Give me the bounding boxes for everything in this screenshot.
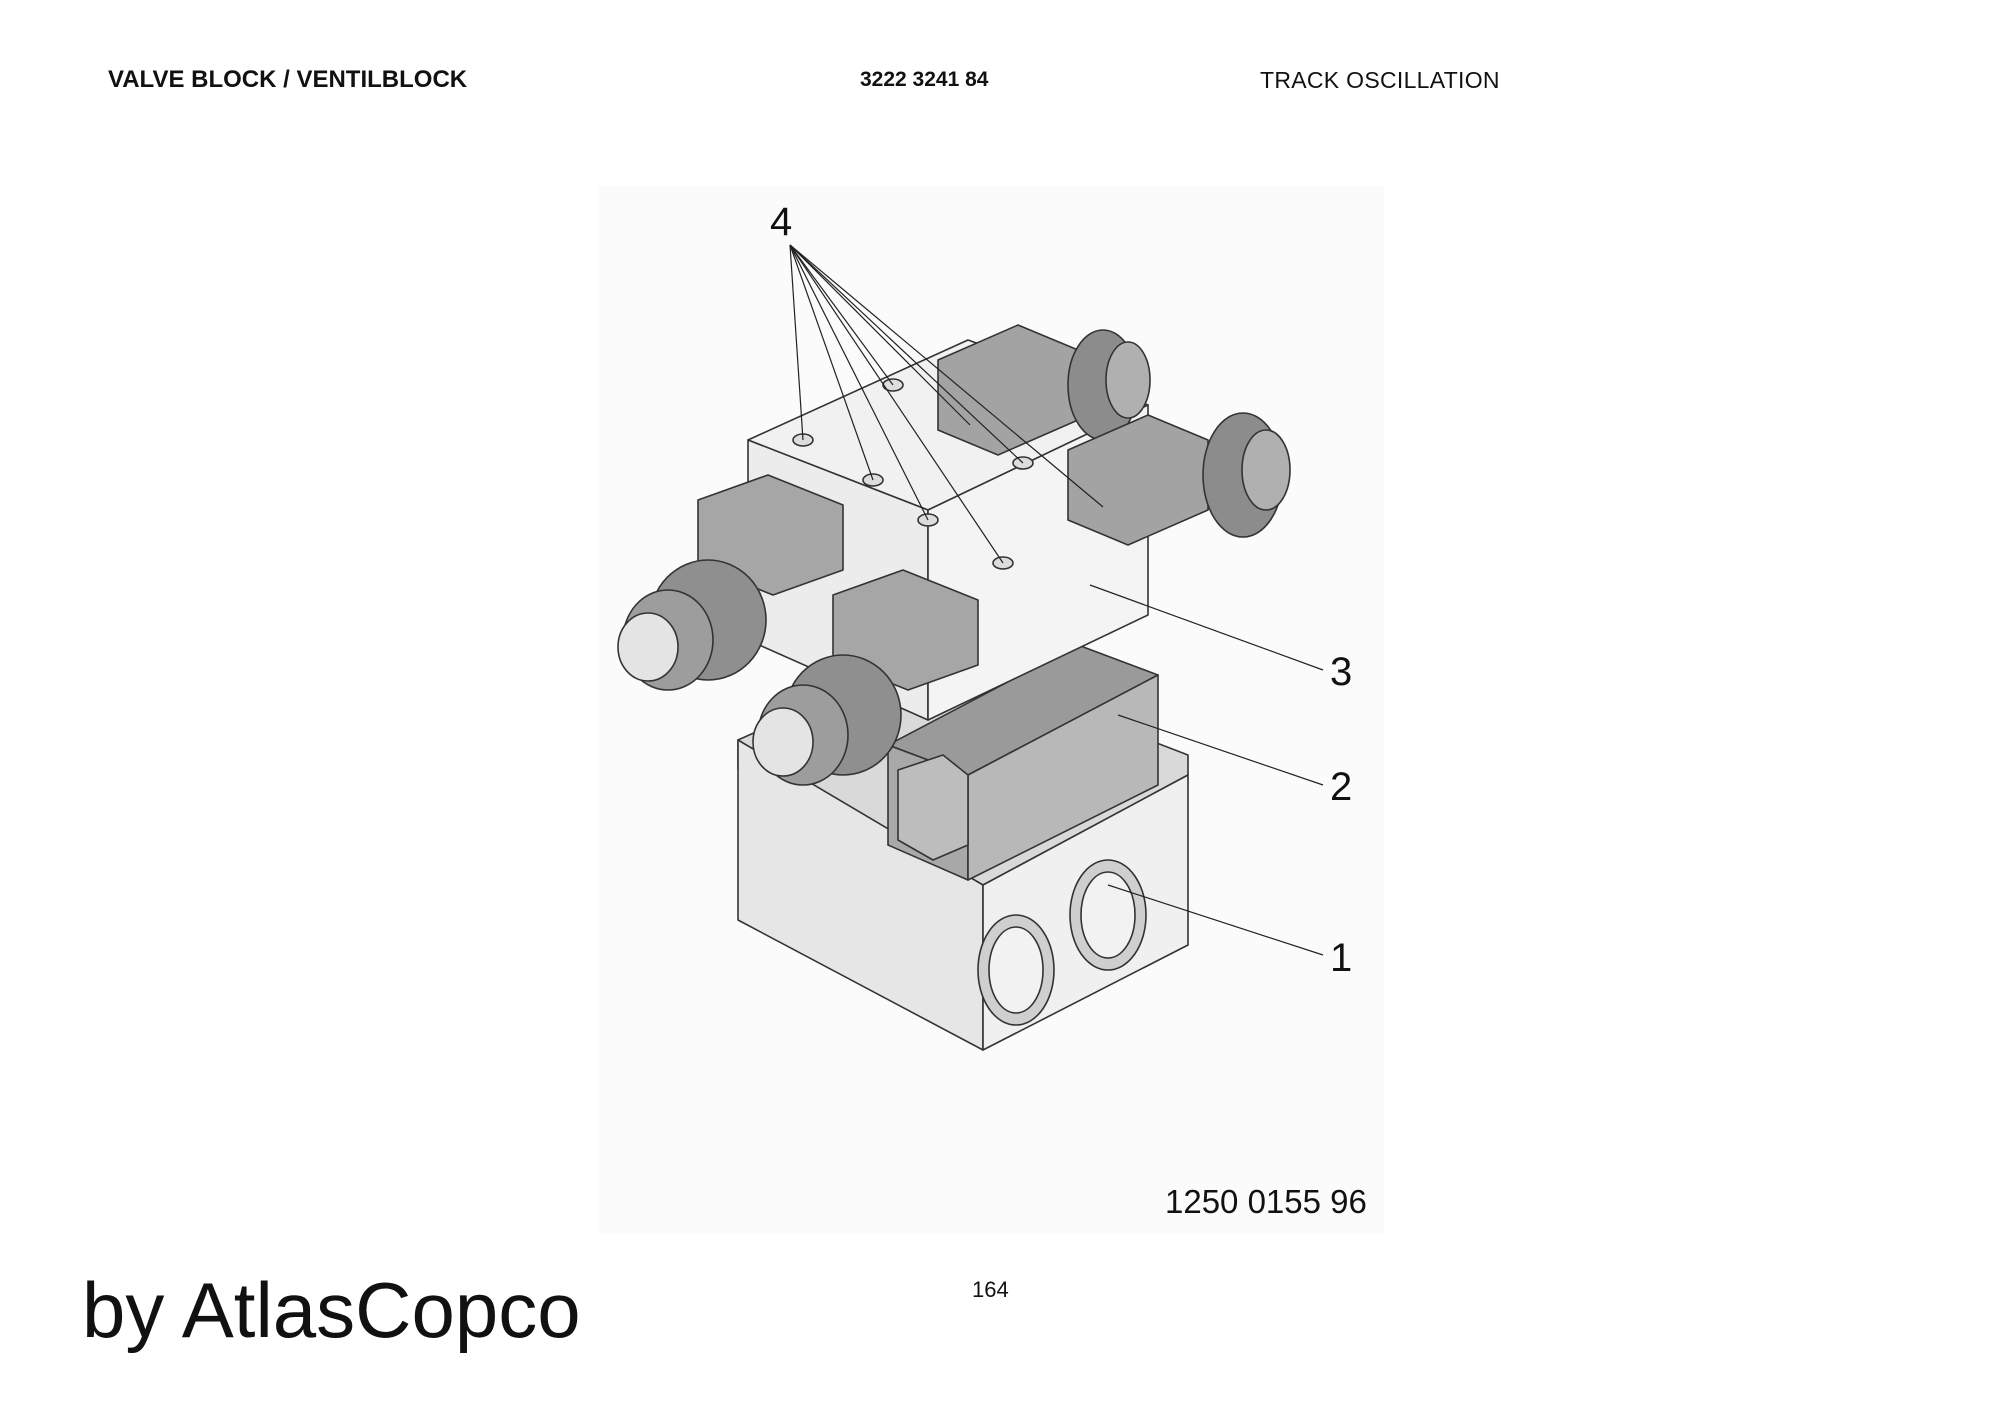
drawing-number: 1250 0155 96	[1165, 1183, 1367, 1220]
callout-3: 3	[1330, 650, 1352, 694]
page-number: 164	[972, 1277, 1009, 1302]
page-title: VALVE BLOCK / VENTILBLOCK	[108, 66, 468, 93]
brand-text: by AtlasCopco	[82, 1266, 581, 1354]
hex-plug	[897, 754, 969, 861]
callout-2: 2	[1330, 765, 1352, 809]
valve-block-illustration: 4 3 2 1	[598, 185, 1384, 1233]
section-title: TRACK OSCILLATION	[1260, 67, 1500, 93]
callout-4: 4	[770, 200, 792, 244]
solenoid-rear-2	[1067, 414, 1209, 546]
part-number: 3222 3241 84	[860, 68, 989, 91]
callout-1: 1	[1330, 936, 1352, 980]
valve-block-drawing: 4 3 2 1	[617, 200, 1352, 1051]
